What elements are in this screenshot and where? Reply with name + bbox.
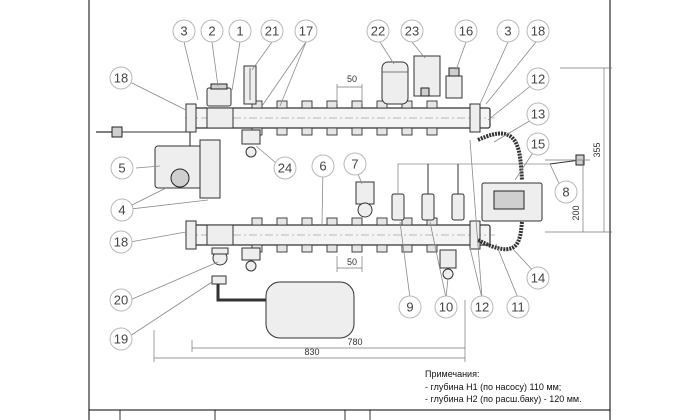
callout-5: 5 (110, 156, 134, 180)
sensor-bottom (241, 247, 261, 272)
width-total-label: 830 (304, 347, 319, 357)
valve-top-left (241, 129, 261, 158)
svg-text:1: 1 (236, 24, 243, 39)
callout-22: 22 (366, 19, 390, 43)
svg-text:21: 21 (265, 24, 279, 39)
drawing-frame (88, 0, 611, 420)
callout-1: 1 (228, 19, 252, 43)
callout-17: 17 (294, 19, 318, 43)
expansion-tank (211, 275, 355, 339)
expansion-cylinder-top (381, 61, 409, 105)
svg-text:18: 18 (531, 24, 545, 39)
leader-lines (121, 41, 563, 337)
top-manifold (185, 103, 495, 133)
svg-text:2: 2 (208, 24, 215, 39)
svg-text:11: 11 (511, 300, 525, 315)
circulation-pump (154, 139, 221, 199)
svg-text:23: 23 (405, 24, 419, 39)
svg-text:12: 12 (475, 300, 489, 315)
callout-11: 11 (506, 295, 530, 319)
notes-line-1: - глубина Н1 (по насосу) 110 мм; (425, 381, 562, 392)
svg-text:5: 5 (118, 161, 125, 176)
svg-text:19: 19 (114, 332, 128, 347)
pitch-dimension-bottom (336, 256, 363, 272)
notes-line-2: - глубина Н2 (по расш.баку) - 120 мм. (425, 394, 582, 404)
notes-block: Примечания: - глубина Н1 (по насосу) 110… (425, 368, 582, 406)
callout-20: 20 (109, 288, 133, 312)
svg-text:15: 15 (531, 137, 545, 152)
svg-text:7: 7 (351, 157, 358, 172)
pitch-dimension-top (336, 84, 363, 104)
width-inner-label: 780 (347, 337, 362, 347)
svg-text:16: 16 (459, 24, 473, 39)
svg-text:12: 12 (531, 72, 545, 87)
callout-18-top-left: 18 (109, 66, 133, 90)
svg-text:3: 3 (180, 24, 187, 39)
air-vent (445, 67, 463, 99)
callout-7: 7 (343, 152, 367, 176)
svg-text:6: 6 (319, 159, 326, 174)
callout-24: 24 (273, 156, 297, 180)
callout-14: 14 (526, 266, 550, 290)
svg-text:9: 9 (406, 300, 413, 315)
callout-2: 2 (200, 19, 224, 43)
callout-3-left: 3 (172, 19, 196, 43)
callout-16: 16 (454, 19, 478, 43)
height-total-label: 355 (592, 142, 602, 157)
power-cord-left (96, 126, 191, 148)
callout-4: 4 (110, 198, 134, 222)
callout-10: 10 (434, 295, 458, 319)
svg-text:24: 24 (278, 161, 292, 176)
callout-18-top-right: 18 (526, 19, 550, 43)
controller-box-top (413, 55, 441, 97)
svg-text:20: 20 (114, 293, 128, 308)
control-unit (481, 182, 543, 222)
callout-18-bottom-left: 18 (109, 230, 133, 254)
callout-15: 15 (526, 132, 550, 156)
pressure-relief (439, 249, 457, 280)
svg-text:3: 3 (504, 24, 511, 39)
thermostatic-valve (355, 181, 375, 218)
svg-text:22: 22 (371, 24, 385, 39)
svg-text:18: 18 (114, 235, 128, 250)
pitch-bottom-label: 50 (347, 257, 357, 267)
notes-heading: Примечания: (425, 369, 480, 379)
svg-text:8: 8 (562, 185, 569, 200)
drain-valve (211, 247, 229, 266)
width-dimensions (153, 300, 466, 362)
bottom-manifold (185, 220, 495, 250)
pressure-gauge (206, 83, 232, 107)
callout-13: 13 (526, 102, 550, 126)
svg-text:4: 4 (118, 203, 125, 218)
svg-text:13: 13 (531, 107, 545, 122)
callout-9: 9 (398, 295, 422, 319)
callout-3-right: 3 (496, 19, 520, 43)
callout-19: 19 (109, 327, 133, 351)
callout-23: 23 (400, 19, 424, 43)
callout-8: 8 (554, 180, 578, 204)
height-partial-label: 200 (571, 205, 581, 220)
height-dimensions (545, 67, 612, 233)
svg-text:14: 14 (531, 271, 545, 286)
callout-6: 6 (311, 154, 335, 178)
svg-text:18: 18 (114, 71, 128, 86)
callout-12-bottom: 12 (470, 295, 494, 319)
callout-21: 21 (260, 19, 284, 43)
svg-text:17: 17 (299, 24, 313, 39)
thermometer (243, 65, 257, 105)
callout-12-top: 12 (526, 67, 550, 91)
svg-text:10: 10 (439, 300, 453, 315)
pitch-top-label: 50 (347, 74, 357, 84)
